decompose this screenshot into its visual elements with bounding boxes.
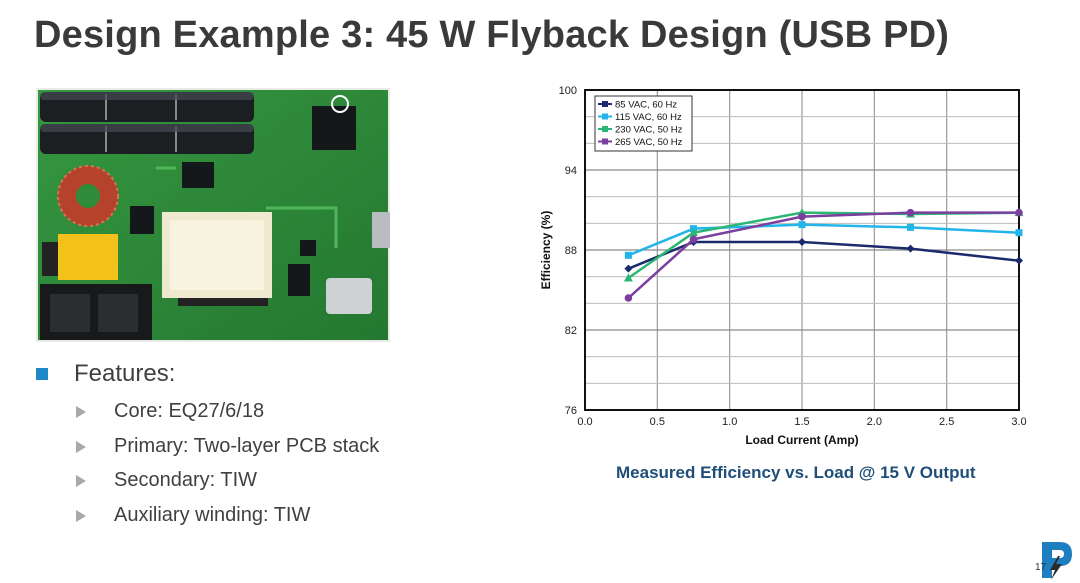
plot-border xyxy=(584,89,1020,411)
feature-item-text: Secondary: TIW xyxy=(114,469,258,491)
x-tick-label: 2.5 xyxy=(939,416,954,428)
features-heading-row: Features: xyxy=(36,360,466,394)
feature-item: Auxiliary winding: TIW xyxy=(76,504,476,534)
data-point xyxy=(1015,256,1023,265)
data-point xyxy=(906,244,915,253)
y-tick-label: 82 xyxy=(565,325,577,337)
data-point xyxy=(907,223,914,231)
legend-label: 85 VAC, 60 Hz xyxy=(615,100,677,111)
data-point xyxy=(1015,229,1023,237)
x-tick-label: 1.0 xyxy=(722,416,737,428)
data-point xyxy=(624,251,632,259)
data-point xyxy=(798,238,806,246)
legend-marker xyxy=(602,126,608,132)
feature-item-text: Primary: Two-layer PCB stack xyxy=(114,435,380,457)
y-tick-label: 88 xyxy=(565,245,577,257)
legend-marker xyxy=(602,101,608,107)
page-number: 17 xyxy=(1035,562,1047,573)
data-point xyxy=(906,208,915,217)
legend-label: 265 VAC, 50 Hz xyxy=(615,137,683,148)
y-axis-label: Efficiency (%) xyxy=(539,211,553,290)
y-tick-label: 100 xyxy=(559,85,577,97)
feature-item: Secondary: TIW xyxy=(76,469,476,499)
x-tick-label: 0.5 xyxy=(650,416,665,428)
legend-label: 115 VAC, 60 Hz xyxy=(615,112,682,123)
x-tick-label: 1.5 xyxy=(794,416,809,428)
data-point xyxy=(623,273,633,282)
data-point xyxy=(689,228,698,237)
y-tick-label: 94 xyxy=(565,165,577,177)
data-point xyxy=(689,235,698,244)
bullet-square-icon xyxy=(36,368,48,380)
slide-title: Design Example 3: 45 W Flyback Design (U… xyxy=(34,14,950,56)
data-point xyxy=(798,212,806,221)
bullet-triangle-icon xyxy=(76,510,86,522)
x-tick-label: 2.0 xyxy=(867,416,882,428)
y-tick-label: 76 xyxy=(565,405,577,417)
bullet-triangle-icon xyxy=(76,406,86,418)
data-point xyxy=(1015,208,1023,217)
bullet-triangle-icon xyxy=(76,441,86,453)
legend-marker xyxy=(602,138,608,145)
data-point xyxy=(624,294,633,302)
feature-item: Core: EQ27/6/18 xyxy=(76,400,476,430)
x-tick-label: 3.0 xyxy=(1011,416,1026,428)
data-point xyxy=(624,264,633,273)
legend-marker xyxy=(602,113,608,120)
bullet-triangle-icon xyxy=(76,475,86,487)
data-point xyxy=(798,221,806,229)
feature-item-text: Core: EQ27/6/18 xyxy=(114,400,265,422)
feature-item-text: Auxiliary winding: TIW xyxy=(114,504,311,526)
features-heading: Features: xyxy=(74,360,176,387)
legend-label: 230 VAC, 50 Hz xyxy=(615,125,683,136)
pcb-photo xyxy=(36,88,390,342)
company-logo xyxy=(1034,538,1076,580)
x-tick-label: 0.0 xyxy=(577,416,592,428)
feature-item: Primary: Two-layer PCB stack xyxy=(76,435,476,465)
chart-caption: Measured Efficiency vs. Load @ 15 V Outp… xyxy=(616,463,976,482)
x-axis-label: Load Current (Amp) xyxy=(745,433,858,447)
